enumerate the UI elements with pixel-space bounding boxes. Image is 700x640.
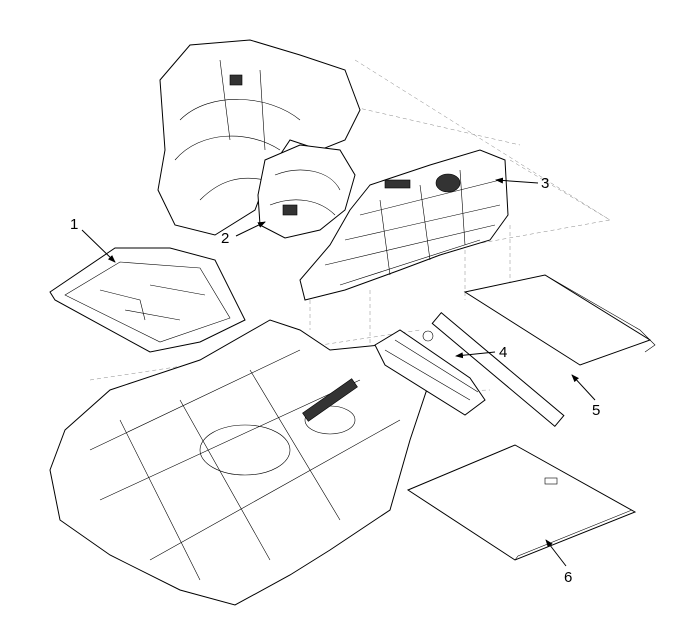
part-3-luggage-side-trim [299, 149, 509, 301]
wheelhouse-panel [157, 39, 361, 236]
callout-3: 3 [541, 175, 550, 192]
part-5-luggage-cover [431, 274, 656, 427]
part-2-wheelhouse-liner [257, 144, 356, 239]
part-4-rear-transverse-trim [374, 329, 486, 416]
part-1-luggage-floor-mat [49, 247, 246, 353]
callout-1: 1 [70, 216, 79, 233]
callout-2: 2 [221, 230, 230, 247]
callout-5: 5 [592, 402, 601, 419]
leader-arrows [81, 177, 596, 567]
part-6-luggage-board [406, 444, 637, 561]
rear-floor-pan [49, 319, 431, 606]
callout-6: 6 [564, 569, 573, 586]
callout-4: 4 [499, 344, 508, 361]
